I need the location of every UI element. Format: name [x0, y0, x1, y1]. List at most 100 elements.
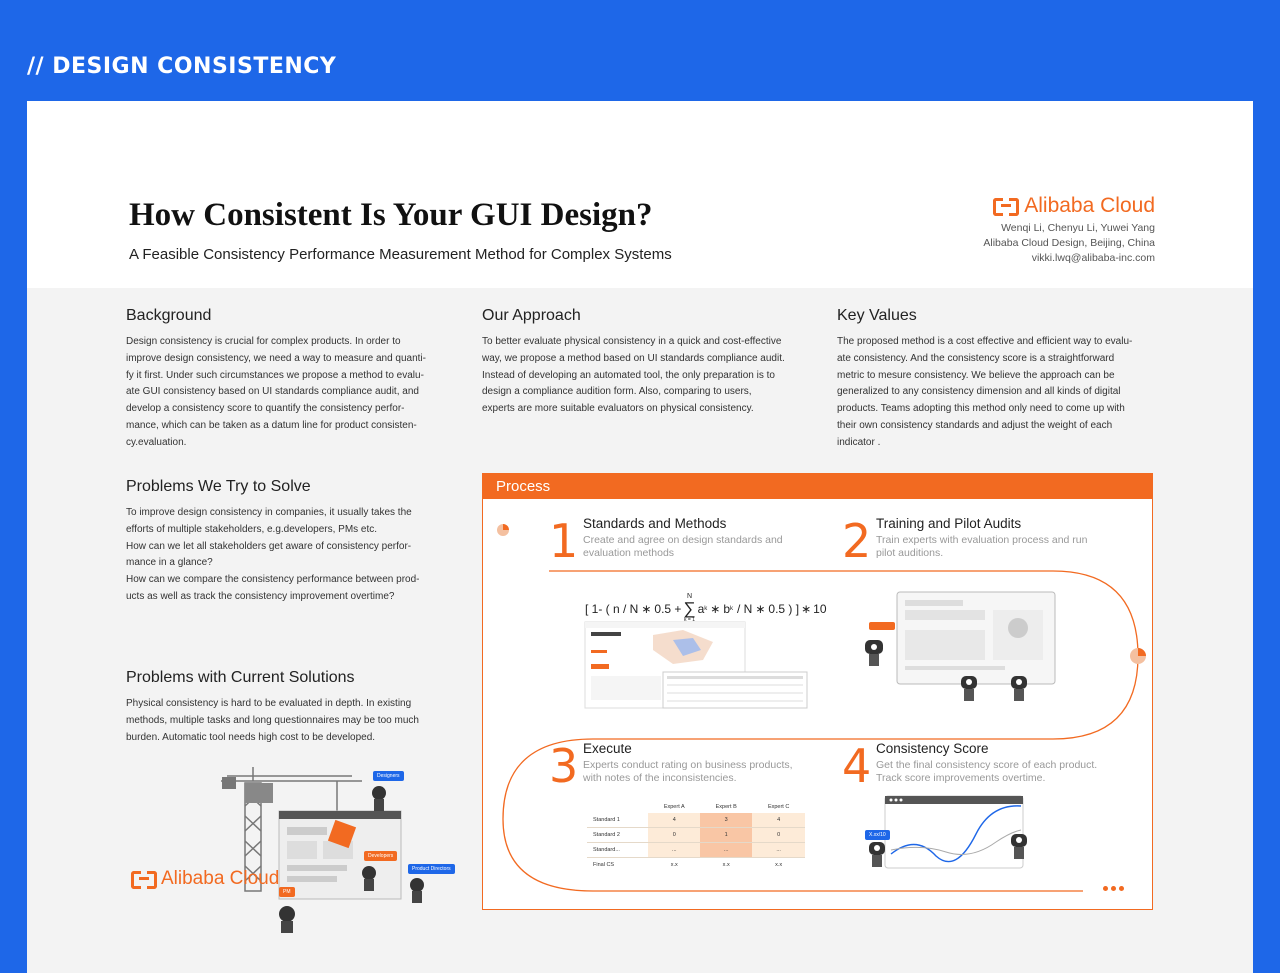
step-number: 4: [842, 739, 872, 793]
trend-line: [890, 805, 1022, 863]
formula-part: 10: [813, 601, 827, 616]
text-line: The proposed method is a cost effective …: [837, 336, 1133, 347]
section-title: Problems with Current Solutions: [126, 669, 355, 686]
formula-subscript: k: [704, 605, 708, 612]
table-cell: Standard...: [587, 842, 649, 858]
trend-line-secondary: [890, 829, 1022, 855]
section-body: Design consistency is crucial for comple…: [126, 334, 456, 452]
section-body: Physical consistency is hard to be evalu…: [126, 696, 456, 746]
text-line: mance, which can be taken as a datum lin…: [126, 419, 417, 431]
poster-title: How Consistent Is Your GUI Design?: [129, 197, 653, 233]
step-title: Execute: [583, 741, 632, 756]
process-panel: Process 1 Standards and Methods Create a…: [482, 473, 1153, 910]
table-header: Expert C: [767, 803, 790, 810]
counterweight: [222, 777, 236, 789]
step-desc: Get the final consistency score of each …: [876, 759, 1116, 785]
text-line: fy it first. Under such circumstances we…: [126, 369, 424, 381]
step-number: 2: [842, 514, 872, 568]
step-title: Training and Pilot Audits: [876, 516, 1022, 531]
tag-product-directors: Product Directors: [408, 864, 455, 874]
text-line: with notes of the inconsistencies.: [583, 772, 737, 784]
author-names: Wenqi Li, Chenyu Li, Yuwei Yang: [1001, 222, 1155, 234]
formula-part: / N: [737, 601, 753, 616]
text-line: burden. Automatic tool needs high cost t…: [126, 731, 376, 743]
author-email: vikki.lwq@alibaba-inc.com: [1031, 252, 1155, 264]
formula-part: b: [723, 601, 730, 616]
text-line: their own consistency standards and adju…: [837, 419, 1113, 431]
text-line: develop a consistency score to quantify …: [126, 403, 405, 415]
section-title: Key Values: [837, 307, 917, 324]
table-header-row: Expert A Expert B Expert C: [587, 800, 805, 813]
end-dots: [1103, 886, 1124, 891]
text-line: methods, multiple tasks and long questio…: [126, 714, 419, 726]
formula-operator: ∗: [801, 601, 812, 616]
text-line: Get the final consistency score of each …: [876, 759, 1098, 771]
text-line: improve design consistency, we need a wa…: [126, 352, 426, 364]
robot-icon: [1011, 834, 1027, 859]
screen-bar: [279, 811, 401, 819]
section-body: To improve design consistency in compani…: [126, 505, 456, 606]
section-title: Background: [126, 307, 212, 324]
robot-icon: [1011, 676, 1027, 701]
orange-block: [327, 819, 357, 849]
text-line: Experts conduct rating on business produ…: [583, 759, 793, 771]
table-cell: x.x: [700, 857, 753, 872]
process-track: [497, 524, 1146, 892]
step-desc: Experts conduct rating on business produ…: [583, 759, 823, 785]
table-header: [587, 800, 648, 813]
step-number: 3: [549, 739, 579, 793]
tag-designers: Designers: [373, 771, 404, 781]
text-line: Instead of developing an automated tool,…: [482, 369, 775, 381]
formula-part: a: [697, 601, 705, 616]
alibaba-cloud-icon: [993, 198, 1020, 216]
process-title: Process: [483, 474, 1152, 499]
formula-operator: ∗: [710, 601, 721, 616]
product-director-figure: [410, 878, 424, 903]
table-row: Standard 1 4 3 4: [587, 813, 805, 828]
robot-icon: [865, 640, 883, 666]
text-line: products. Teams adopting this method onl…: [837, 403, 1125, 415]
tag-developers: Developers: [364, 851, 398, 861]
text-line: ucts as well as track the consistency im…: [126, 590, 395, 602]
text-line: design a compliance audition form. Also,…: [482, 386, 752, 398]
table-cell: 1: [700, 827, 753, 843]
section-title: Problems We Try to Solve: [126, 478, 311, 495]
illustration-brand: Alibaba Cloud: [131, 868, 279, 890]
alibaba-cloud-icon: [131, 871, 157, 889]
table-final-row: Final CS x.x x.x x.x: [587, 857, 805, 872]
table-cell: x.x: [648, 857, 701, 872]
sum-lower: k = 1: [684, 617, 695, 623]
robot-tag: [869, 622, 895, 630]
robot-icon: [869, 842, 885, 867]
text-line: To improve design consistency in compani…: [126, 507, 412, 518]
authors: Wenqi Li, Chenyu Li, Yuwei Yang Alibaba …: [983, 221, 1155, 266]
formula-part: 0.5 ) ]: [768, 601, 800, 616]
score-trend-illustration: [869, 795, 1027, 869]
section-background: Background Design consistency is crucial…: [126, 307, 456, 452]
formula-operator: ∗: [641, 601, 652, 616]
section-key-values: Key Values The proposed method is a cost…: [837, 307, 1167, 452]
illustration-brand-name: Alibaba Cloud: [161, 868, 280, 889]
step-number: 1: [549, 514, 579, 568]
formula-subscript: k: [730, 605, 733, 612]
developer-figure: [362, 866, 376, 891]
text-line: To better evaluate physical consistency …: [482, 336, 782, 347]
crane-cab: [245, 783, 273, 803]
header-label: // DESIGN CONSISTENCY: [27, 54, 337, 79]
expert-rating-table: Expert A Expert B Expert C Standard 1 4 …: [587, 800, 805, 872]
construction-illustration: [221, 767, 424, 933]
brand-logo: Alibaba Cloud: [993, 194, 1155, 218]
ui-audit-mockup: [584, 621, 808, 709]
formula-operator: ∗: [755, 601, 766, 616]
text-line: efforts of multiple stakeholders, e.g.de…: [126, 523, 378, 535]
text-line: How can we compare the consistency perfo…: [126, 574, 420, 586]
section-approach: Our Approach To better evaluate physical…: [482, 307, 812, 418]
poster: How Consistent Is Your GUI Design? A Fea…: [27, 101, 1253, 973]
text-line: Track score improvements overtime.: [876, 772, 1046, 784]
text-line: Physical consistency is hard to be evalu…: [126, 698, 412, 709]
table-cell: ...: [752, 842, 805, 858]
table-header: Expert B: [715, 803, 737, 810]
table-cell: Final CS: [587, 857, 649, 872]
table-row: Standard... ... ... ...: [587, 842, 805, 858]
text-line: Design consistency is crucial for comple…: [126, 336, 401, 347]
